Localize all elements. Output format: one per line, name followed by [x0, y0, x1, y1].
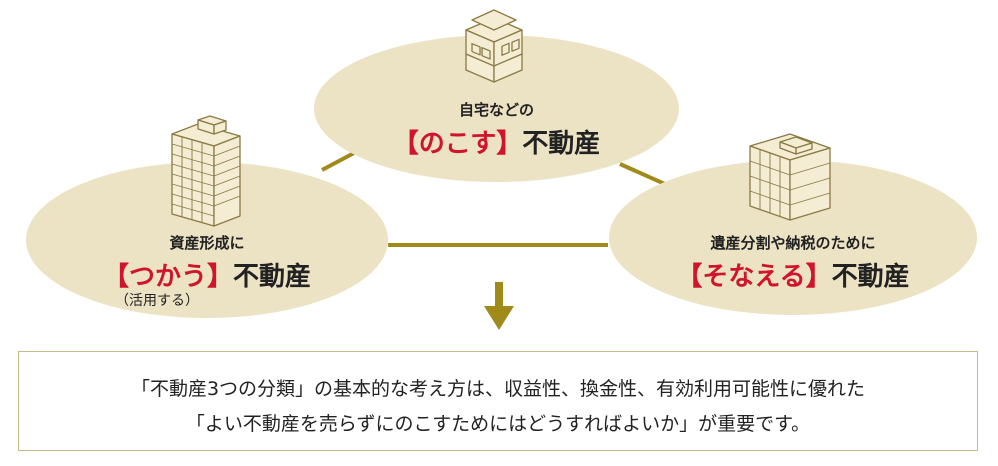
connector-bottom [388, 243, 608, 247]
nokosu-rest: 不動産 [522, 129, 601, 159]
tsukau-sub-label: （活用する） [115, 293, 199, 309]
summary-line-2: 「よい不動産を売らずにのこすためにはどうすればよいか」が重要です。 [185, 413, 811, 435]
tsukau-title: 【つかう】不動産 [26, 256, 388, 293]
sonaeru-title: 【そなえる】不動産 [609, 256, 977, 293]
tsukau-accent: 【つかう】 [102, 262, 233, 292]
sonaeru-small-label: 遺産分割や納税のために [710, 234, 876, 252]
nokosu-small-label: 自宅などの [458, 101, 534, 119]
summary-line-1: 「不動産3つの分類」の基本的な考え方は、収益性、換金性、有効利用可能性に優れた [130, 378, 866, 400]
summary-box: 「不動産3つの分類」の基本的な考え方は、収益性、換金性、有効利用可能性に優れた … [18, 351, 978, 451]
nokosu-title: 【のこす】不動産 [314, 123, 679, 160]
sonaeru-accent: 【そなえる】 [676, 262, 832, 292]
office-building-icon [171, 115, 241, 227]
tsukau-small-label: 資産形成に [169, 234, 245, 252]
nokosu-accent: 【のこす】 [392, 129, 523, 159]
house-icon [465, 9, 523, 83]
tsukau-rest: 不動産 [233, 262, 312, 292]
down-arrow-icon [484, 282, 514, 330]
sonaeru-rest: 不動産 [831, 262, 910, 292]
apartment-building-icon [749, 133, 831, 221]
